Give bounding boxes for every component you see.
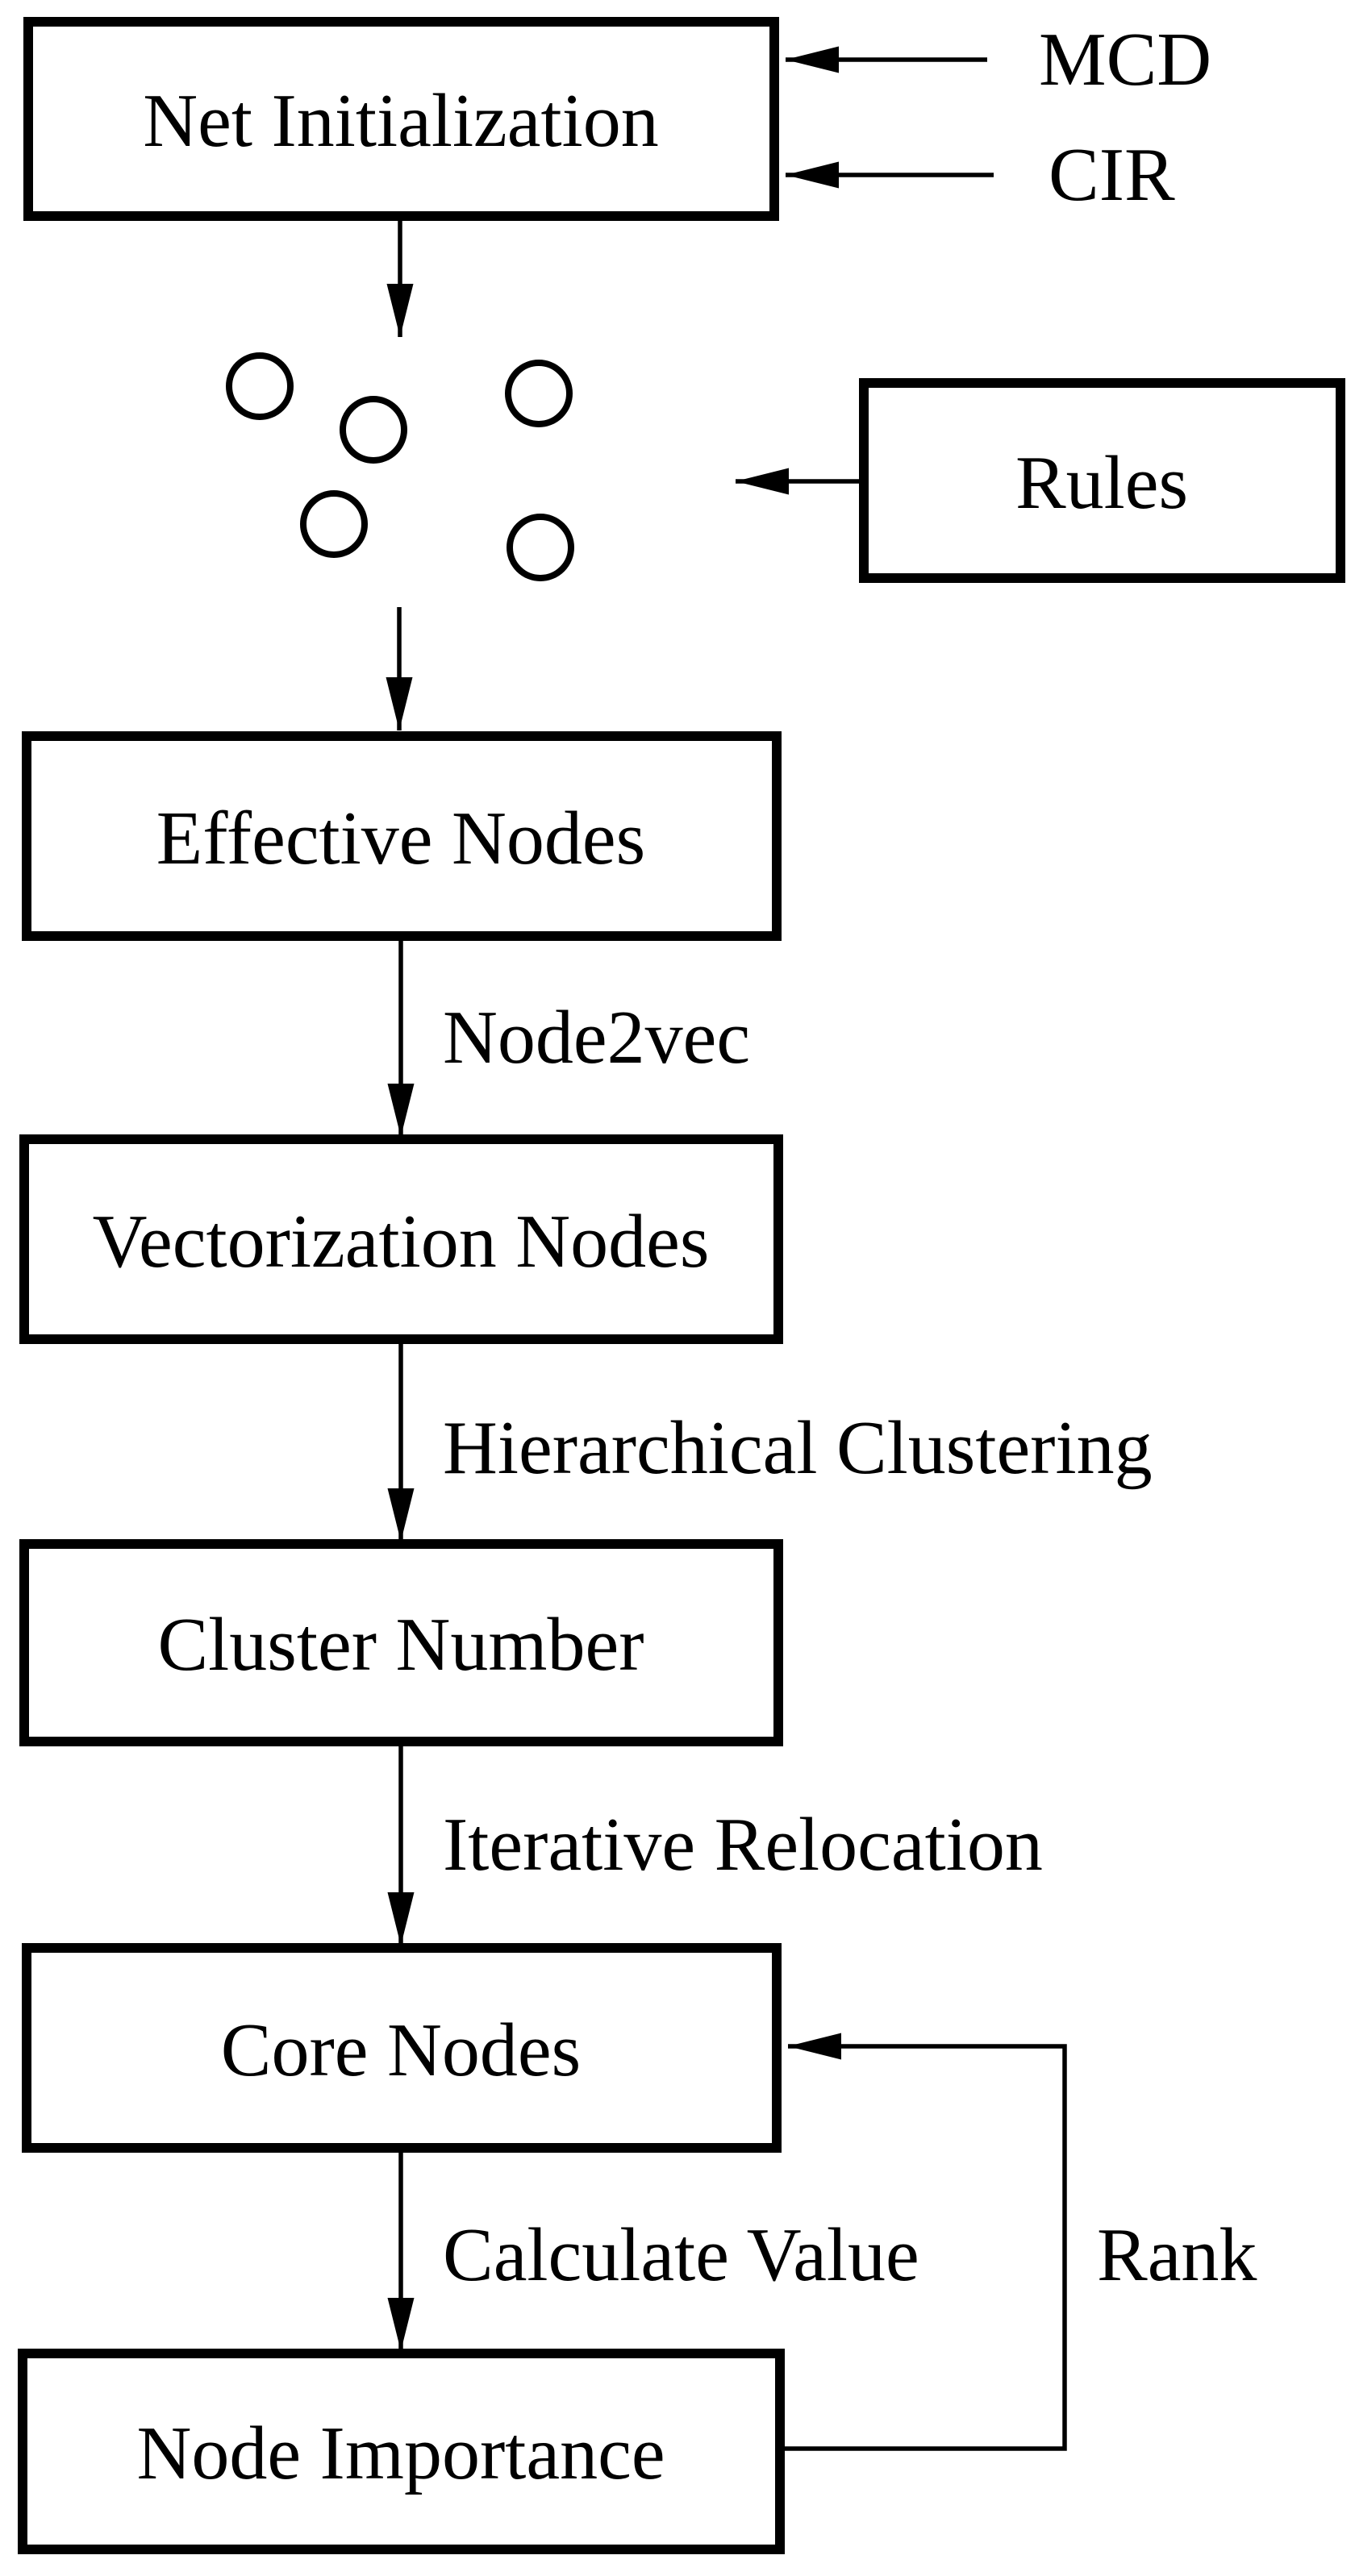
box-effective-nodes (22, 731, 782, 941)
node-circle (340, 396, 407, 464)
box-label-rules: Rules (1015, 441, 1188, 525)
input-label-cir: CIR (1049, 133, 1175, 217)
box-label-net-initialization: Net Initialization (143, 79, 659, 163)
input-label-mcd: MCD (1039, 18, 1211, 102)
edge-label-hierarchical-clustering: Hierarchical Clustering (443, 1406, 1153, 1490)
box-node-importance (18, 2349, 785, 2554)
box-cluster-number (19, 1539, 783, 1746)
box-label-effective-nodes: Effective Nodes (156, 797, 645, 880)
edge-label-node2vec: Node2vec (443, 996, 750, 1080)
box-label-cluster-number: Cluster Number (157, 1603, 644, 1687)
node-circle (300, 490, 368, 558)
arrow-rank-feedback (780, 2033, 1067, 2451)
box-rules (859, 378, 1345, 583)
box-label-core-nodes: Core Nodes (221, 2008, 581, 2092)
node-circle (226, 352, 294, 420)
node-circle (505, 360, 573, 427)
box-label-node-importance: Node Importance (136, 2412, 665, 2495)
edge-label-rank: Rank (1097, 2213, 1257, 2297)
node-circle (507, 514, 574, 581)
edge-label-iterative-relocation: Iterative Relocation (443, 1803, 1043, 1887)
box-net-initialization (23, 17, 779, 221)
box-label-vectorization-nodes: Vectorization Nodes (93, 1200, 710, 1284)
edge-label-calculate-value: Calculate Value (443, 2213, 919, 2297)
